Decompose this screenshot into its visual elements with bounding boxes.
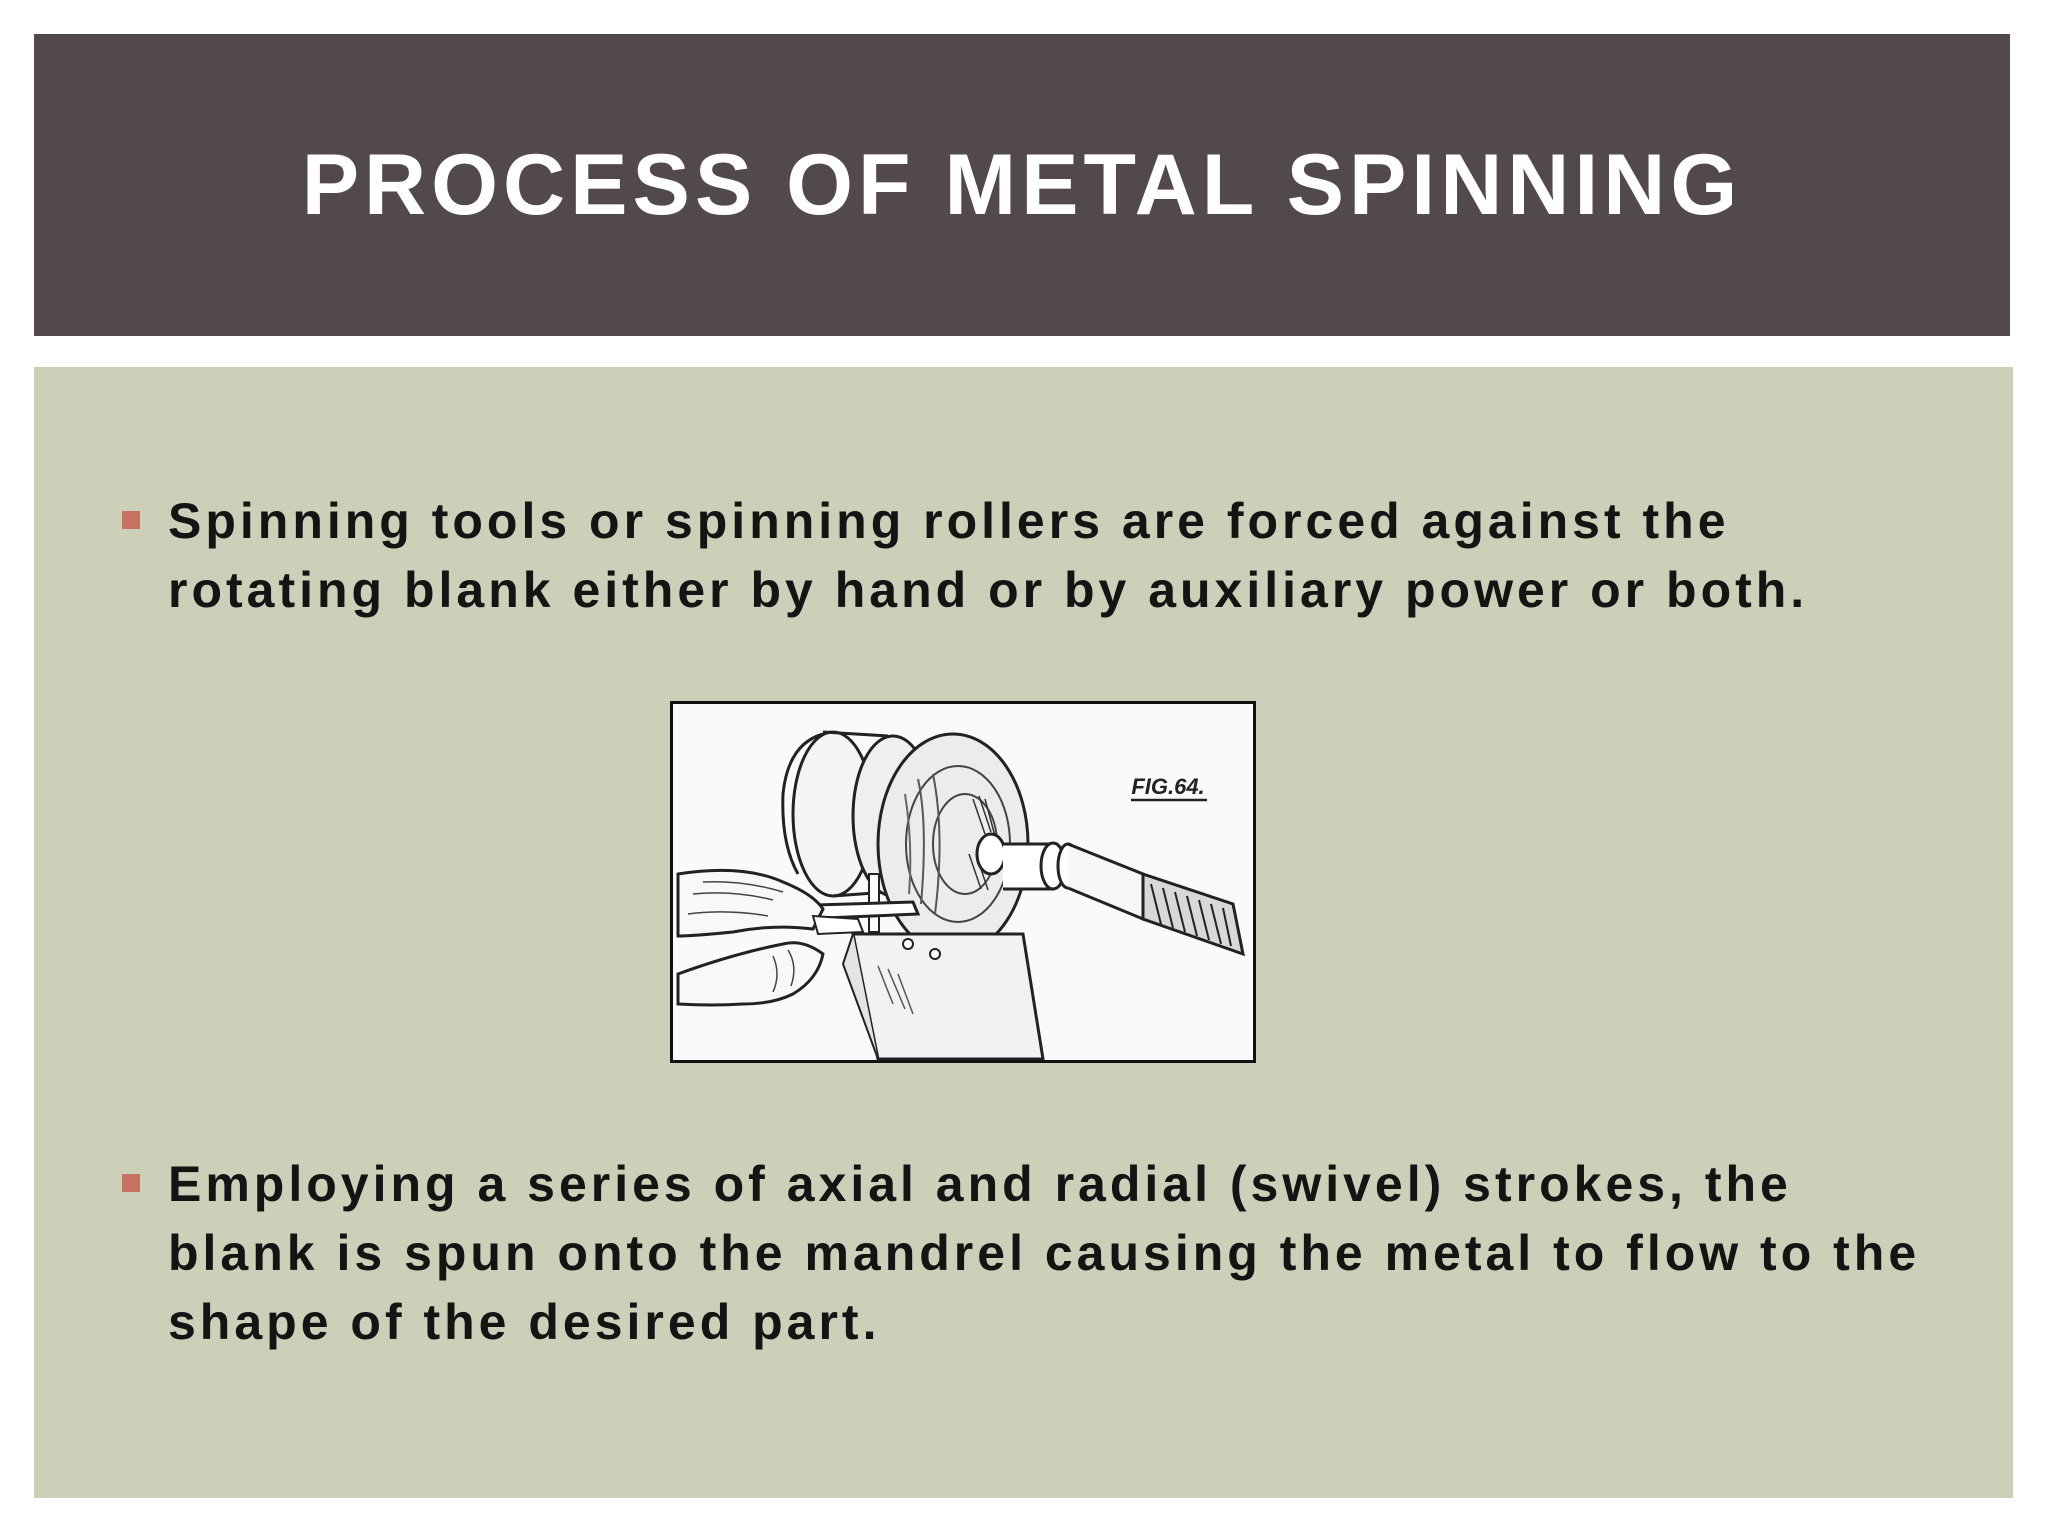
bullet-marker-icon	[122, 511, 140, 529]
content-area: Spinning tools or spinning rollers are f…	[34, 367, 2013, 1498]
lathe-drawing-icon: FIG.64.	[676, 730, 1245, 1060]
bullet-text-2: Employing a series of axial and radial (…	[168, 1156, 1921, 1350]
metal-spinning-illustration: FIG.64.	[670, 701, 1256, 1063]
bullet-item-2: Employing a series of axial and radial (…	[122, 1150, 1942, 1357]
bullet-marker-icon	[122, 1174, 140, 1192]
bullet-text-1: Spinning tools or spinning rollers are f…	[168, 493, 1809, 618]
bullet-item-1: Spinning tools or spinning rollers are f…	[122, 487, 1942, 625]
figure-label: FIG.64.	[1131, 774, 1204, 799]
title-bar: PROCESS OF METAL SPINNING	[34, 34, 2010, 336]
slide-title: PROCESS OF METAL SPINNING	[301, 136, 1743, 233]
